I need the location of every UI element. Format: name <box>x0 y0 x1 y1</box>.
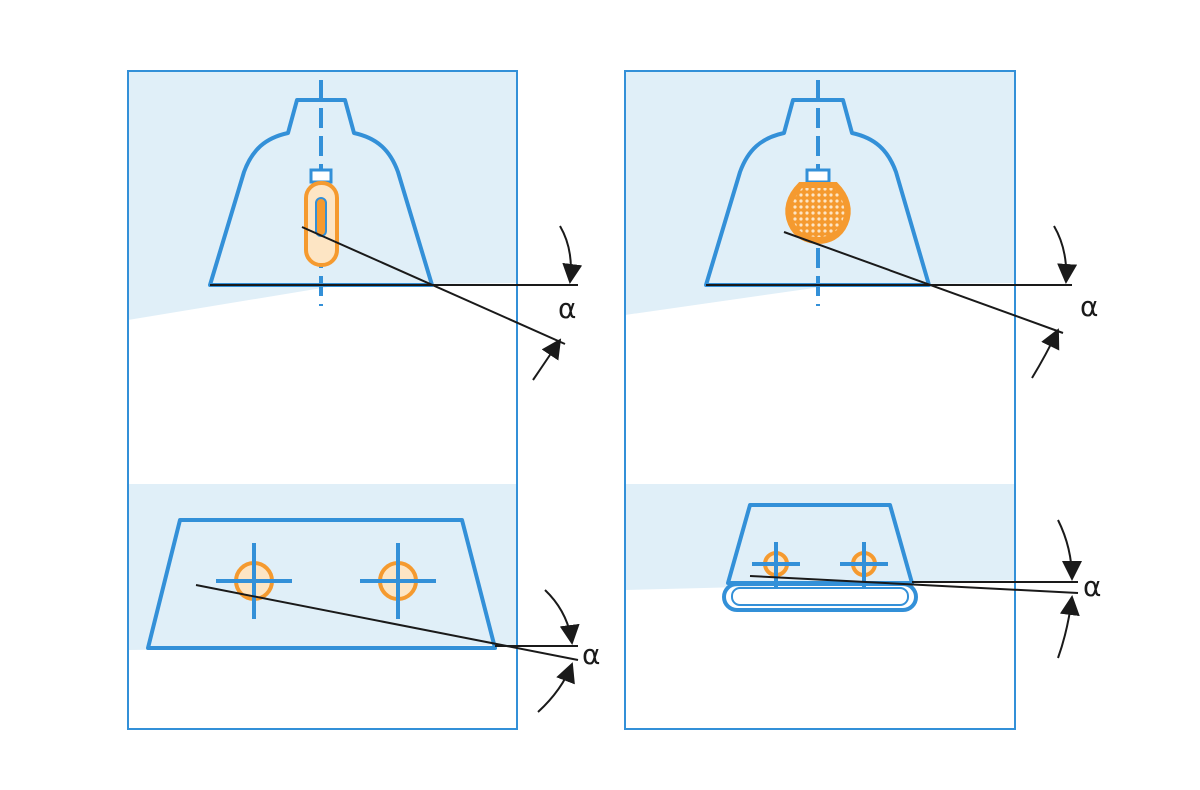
left-bottom-housing <box>146 518 497 650</box>
left-bottom-arrow-lower <box>537 662 575 713</box>
right-bottom-tilt-line <box>749 575 1079 594</box>
left-bottom-angle-label: α <box>582 638 600 671</box>
left-top-arrow-upper <box>559 225 583 284</box>
right-bottom-arrow-lower <box>1057 595 1080 659</box>
right-top-arrow-upper <box>1053 225 1078 284</box>
right-bottom-view: α <box>722 503 1101 659</box>
left-panel: α α <box>127 70 600 730</box>
right-lamp-housing <box>704 98 931 287</box>
right-top-tilt-line <box>783 231 1064 334</box>
right-top-arrow-lower <box>1031 328 1060 379</box>
right-panel: α α <box>624 70 1101 730</box>
left-filament-cap <box>309 168 333 184</box>
left-bottom-shade <box>128 484 517 650</box>
left-top-arrow-lower <box>532 338 562 381</box>
right-top-view: α <box>704 80 1098 379</box>
left-top-view: α <box>208 80 583 381</box>
right-bulb-mesh <box>791 188 845 237</box>
left-top-tilt-line <box>301 226 566 345</box>
left-filament-core <box>315 197 327 237</box>
right-bottom-angle-label: α <box>1083 570 1101 603</box>
left-panel-frame <box>127 70 518 730</box>
left-bottom-tilt-line <box>195 584 579 661</box>
right-bottom-arrow-upper <box>1057 519 1082 581</box>
left-top-angle-label: α <box>558 292 576 325</box>
left-bottom-view: α <box>146 518 600 713</box>
left-lamp-housing <box>208 98 434 287</box>
right-bottom-lip-inner <box>731 587 909 606</box>
right-bottom-shade <box>625 484 1015 590</box>
right-bottom-lip <box>722 582 918 612</box>
right-top-angle-label: α <box>1080 290 1098 323</box>
right-panel-frame <box>624 70 1016 730</box>
right-filament-cap <box>805 168 831 184</box>
left-bottom-arrow-upper <box>544 589 580 645</box>
